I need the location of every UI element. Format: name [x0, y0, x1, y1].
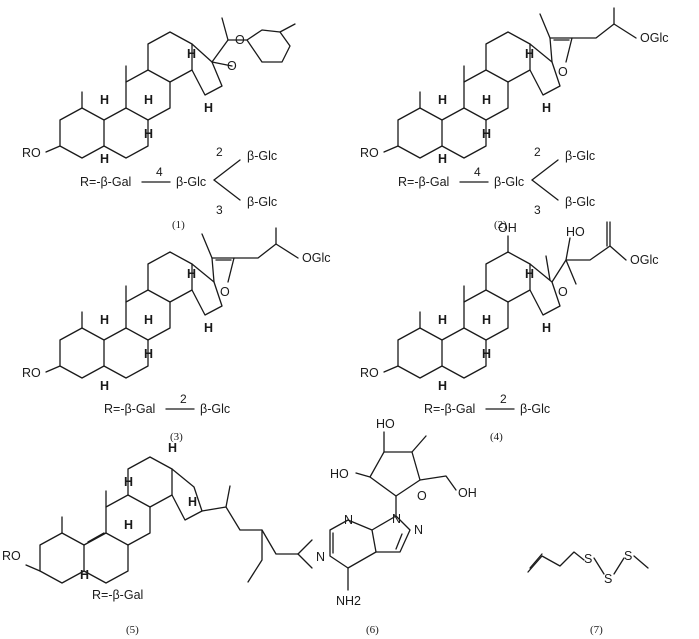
linkage-position: 3 [216, 203, 223, 217]
compound-2: RO O OGlc H H H H H H R=-β-Gal 4 β-Glc 2… [360, 7, 668, 231]
core-glc: β-Glc [494, 175, 524, 189]
compound-5-label: (5) [126, 624, 139, 636]
linkage-position: 4 [156, 165, 163, 179]
compound-1: RO O O H H H H H H R=-β-Gal 4 β-Glc 2 β-… [22, 17, 296, 231]
h-atom: H [144, 127, 153, 141]
h-atom: H [100, 379, 109, 393]
h-atom: H [482, 93, 491, 107]
linkage-position: 3 [534, 203, 541, 217]
h-atom: H [482, 127, 491, 141]
h-atom: H [438, 313, 447, 327]
compound-6-n7: N [414, 523, 423, 537]
branch-glc: β-Glc [565, 195, 595, 209]
h-atom: H [187, 47, 196, 61]
compound-4-sugar-chain: R=-β-Gal 2 β-Glc [424, 392, 550, 416]
h-atom: H [438, 379, 447, 393]
h-atom: H [204, 101, 213, 115]
compound-6-ring-o: O [417, 489, 427, 503]
branch-glc: β-Glc [247, 195, 277, 209]
compound-2-sugar-chain: R=-β-Gal 4 β-Glc 2 β-Glc 3 β-Glc [398, 145, 595, 217]
compound-7-s2: S [604, 572, 612, 586]
compound-4-o: O [558, 285, 568, 299]
compound-7-label: (7) [590, 624, 603, 636]
compound-4-ro: RO [360, 366, 379, 380]
h-atom: H [168, 441, 177, 455]
h-atom: H [438, 93, 447, 107]
compound-6-n9: N [392, 512, 401, 526]
linkage-position: 2 [216, 145, 223, 159]
h-atom: H [187, 267, 196, 281]
branch-glc: β-Glc [565, 149, 595, 163]
compound-6-oh-right: OH [458, 486, 477, 500]
h-atom: H [542, 321, 551, 335]
compound-1-o1: O [227, 59, 237, 73]
h-atom: H [525, 267, 534, 281]
compound-3: RO O OGlc H H H H H H R=-β-Gal 2 β-Glc (… [22, 227, 330, 443]
compound-5-ro: RO [2, 549, 21, 563]
compound-1-sugar-chain: R=-β-Gal 4 β-Glc 2 β-Glc 3 β-Glc [80, 145, 277, 217]
compound-2-ro: RO [360, 146, 379, 160]
compound-6-nh2: NH2 [336, 594, 361, 608]
compound-2-label: (2) [494, 219, 507, 231]
compound-4-oh: OH [498, 221, 517, 235]
compound-4-label: (4) [490, 431, 503, 443]
compound-6-oh-top: HO [376, 417, 395, 431]
compound-3-ro: RO [22, 366, 41, 380]
h-atom: H [204, 321, 213, 335]
core-glc: β-Glc [520, 402, 550, 416]
h-atom: H [124, 475, 133, 489]
branch-glc: β-Glc [247, 149, 277, 163]
core-glc: β-Glc [200, 402, 230, 416]
r-group-gal: R=-β-Gal [398, 175, 449, 189]
compound-6-label: (6) [366, 624, 379, 636]
linkage-position: 2 [534, 145, 541, 159]
h-atom: H [144, 347, 153, 361]
h-atom: H [124, 518, 133, 532]
compound-3-label: (3) [170, 431, 183, 443]
compound-7-s1: S [584, 552, 592, 566]
compound-5: RO H H H H H R=-β-Gal (5) [2, 441, 313, 636]
compound-3-o: O [220, 285, 230, 299]
compound-3-oglc: OGlc [302, 251, 330, 265]
compound-4-oglc: OGlc [630, 253, 658, 267]
compound-4-ho: HO [566, 225, 585, 239]
linkage-position: 2 [500, 392, 507, 406]
h-atom: H [100, 313, 109, 327]
h-atom: H [482, 313, 491, 327]
r-group-gal: R=-β-Gal [80, 175, 131, 189]
h-atom: H [144, 313, 153, 327]
h-atom: H [100, 93, 109, 107]
h-atom: H [144, 93, 153, 107]
compound-7: S S S (7) [527, 549, 649, 636]
compound-6: HO HO OH O N N N N NH2 (6) [316, 417, 477, 636]
compound-2-oglc: OGlc [640, 31, 668, 45]
h-atom: H [525, 47, 534, 61]
h-atom: H [482, 347, 491, 361]
compound-4: RO O OH HO OGlc H H H H H H R=-β-Gal 2 β… [360, 221, 658, 443]
compound-6-n1: N [344, 513, 353, 527]
compound-1-ro: RO [22, 146, 41, 160]
r-group-gal: R=-β-Gal [104, 402, 155, 416]
compound-1-label: (1) [172, 219, 185, 231]
core-glc: β-Glc [176, 175, 206, 189]
h-atom: H [438, 152, 447, 166]
compound-5-r-group: R=-β-Gal [92, 588, 143, 602]
linkage-position: 4 [474, 165, 481, 179]
h-atom: H [100, 152, 109, 166]
h-atom: H [188, 495, 197, 509]
h-atom: H [542, 101, 551, 115]
compound-1-o2: O [235, 33, 245, 47]
r-group-gal: R=-β-Gal [424, 402, 475, 416]
compound-7-s3: S [624, 549, 632, 563]
h-atom: H [80, 568, 89, 582]
compound-6-oh-left: HO [330, 467, 349, 481]
linkage-position: 2 [180, 392, 187, 406]
compound-2-o: O [558, 65, 568, 79]
compound-6-n3: N [316, 550, 325, 564]
compound-3-sugar-chain: R=-β-Gal 2 β-Glc [104, 392, 230, 416]
